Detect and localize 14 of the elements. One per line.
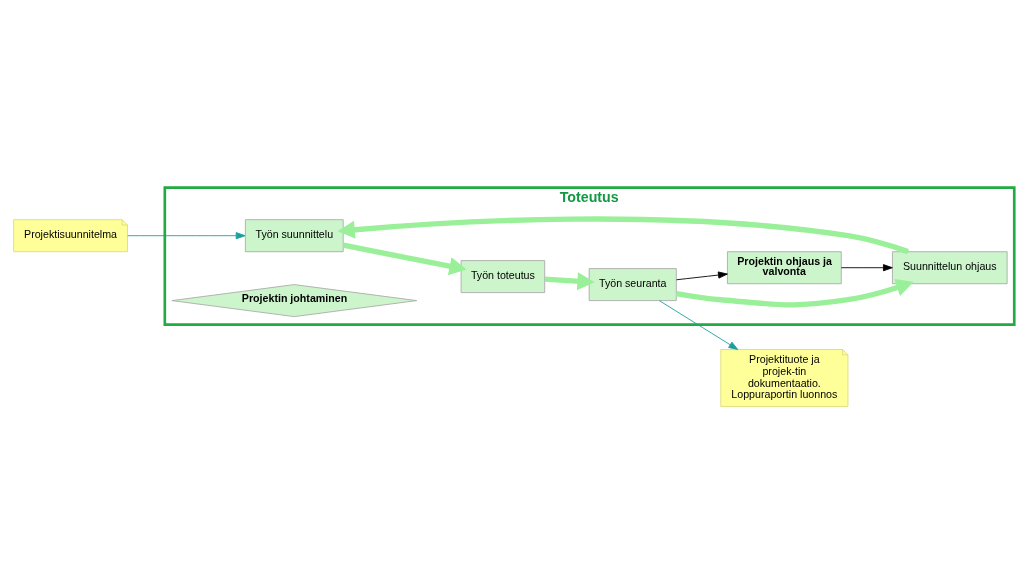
node-box: Projektin ohjaus ja valvonta bbox=[727, 251, 842, 285]
node-box: Työn suunnittelu bbox=[244, 219, 344, 253]
node-box: Suunnittelun ohjaus bbox=[891, 251, 1008, 285]
arrow bbox=[544, 272, 595, 291]
arrow bbox=[658, 300, 739, 350]
node-diamond: Projektin johtaminen bbox=[171, 284, 418, 318]
arrow bbox=[675, 278, 914, 308]
arrow bbox=[337, 216, 909, 255]
node-box: Työn toteutus bbox=[460, 260, 546, 294]
arrow bbox=[342, 242, 467, 276]
node-box: Työn seuranta bbox=[588, 268, 677, 302]
arrow bbox=[127, 232, 246, 240]
arrow bbox=[840, 264, 893, 272]
arrow bbox=[676, 271, 728, 281]
